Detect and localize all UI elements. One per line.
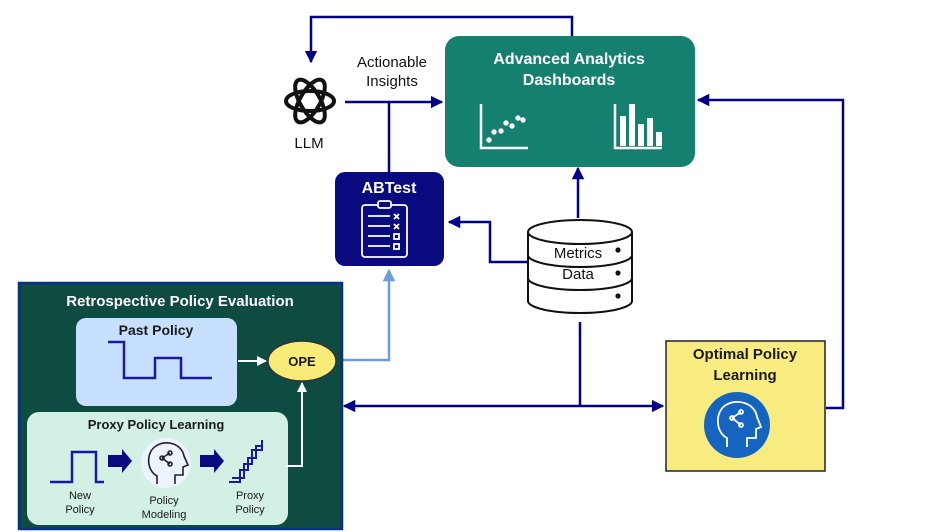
database-cylinder-icon <box>527 219 633 314</box>
new-policy-label-line2: Policy <box>65 504 95 516</box>
bar-chart-icon <box>613 104 662 150</box>
arrow-ope-to-abtest <box>336 268 396 362</box>
openai-logo-icon <box>284 77 336 125</box>
ope-node: OPE <box>267 340 337 382</box>
proxy-policy-box: Proxy Policy Learning New Policy Policy … <box>27 412 288 525</box>
abtest-box: ABTest <box>335 172 444 266</box>
llm-label: LLM <box>294 135 323 152</box>
arrow-right-icon <box>200 449 224 473</box>
brain-head-icon <box>716 401 763 447</box>
arrow-dashboards-to-llm <box>304 15 574 64</box>
past-policy-title: Past Policy <box>119 322 194 338</box>
ope-label: OPE <box>288 354 316 369</box>
optimal-policy-box: Optimal Policy Learning <box>665 340 826 472</box>
brain-head-icon <box>147 442 190 484</box>
arrow-proxy-to-ope <box>286 382 307 467</box>
proxy-policy-title: Proxy Policy Learning <box>88 417 225 432</box>
past-policy-box: Past Policy <box>76 318 237 406</box>
policy-modeling-label-line1: Policy <box>149 495 179 507</box>
new-policy-step-icon <box>50 450 104 484</box>
scatter-plot-icon <box>479 104 528 150</box>
proxy-policy-step-icon <box>229 440 263 483</box>
abtest-title: ABTest <box>362 180 417 197</box>
optimal-policy-title-line1: Optimal Policy <box>693 346 798 363</box>
new-policy-label-line1: New <box>69 490 91 502</box>
actionable-insights-line1: Actionable <box>357 54 427 71</box>
connectors <box>304 15 845 413</box>
database-label-data: Data <box>562 266 594 283</box>
clipboard-checklist-icon <box>361 200 408 258</box>
proxy-policy-label-line1: Proxy <box>236 490 265 502</box>
arrow-optimal-to-dashboards <box>696 93 845 410</box>
actionable-insights-line2: Insights <box>366 73 418 90</box>
retrospective-panel: Retrospective Policy Evaluation Past Pol… <box>17 281 344 531</box>
past-policy-step-icon <box>108 340 212 380</box>
optimal-policy-title-line2: Learning <box>713 367 776 384</box>
arrow-database-to-abtest <box>447 215 528 264</box>
dashboards-title-line2: Dashboards <box>523 72 616 89</box>
database-label-metrics: Metrics <box>554 245 602 262</box>
retrospective-title: Retrospective Policy Evaluation <box>66 293 294 310</box>
arrow-right-icon <box>108 449 132 473</box>
policy-modeling-label-line2: Modeling <box>142 509 187 521</box>
dashboards-title-line1: Advanced Analytics <box>493 51 645 68</box>
proxy-policy-label-line2: Policy <box>235 504 265 516</box>
dashboards-panel: Advanced Analytics Dashboards <box>445 36 695 167</box>
llm-node: LLM Actionable Insights <box>284 54 427 152</box>
